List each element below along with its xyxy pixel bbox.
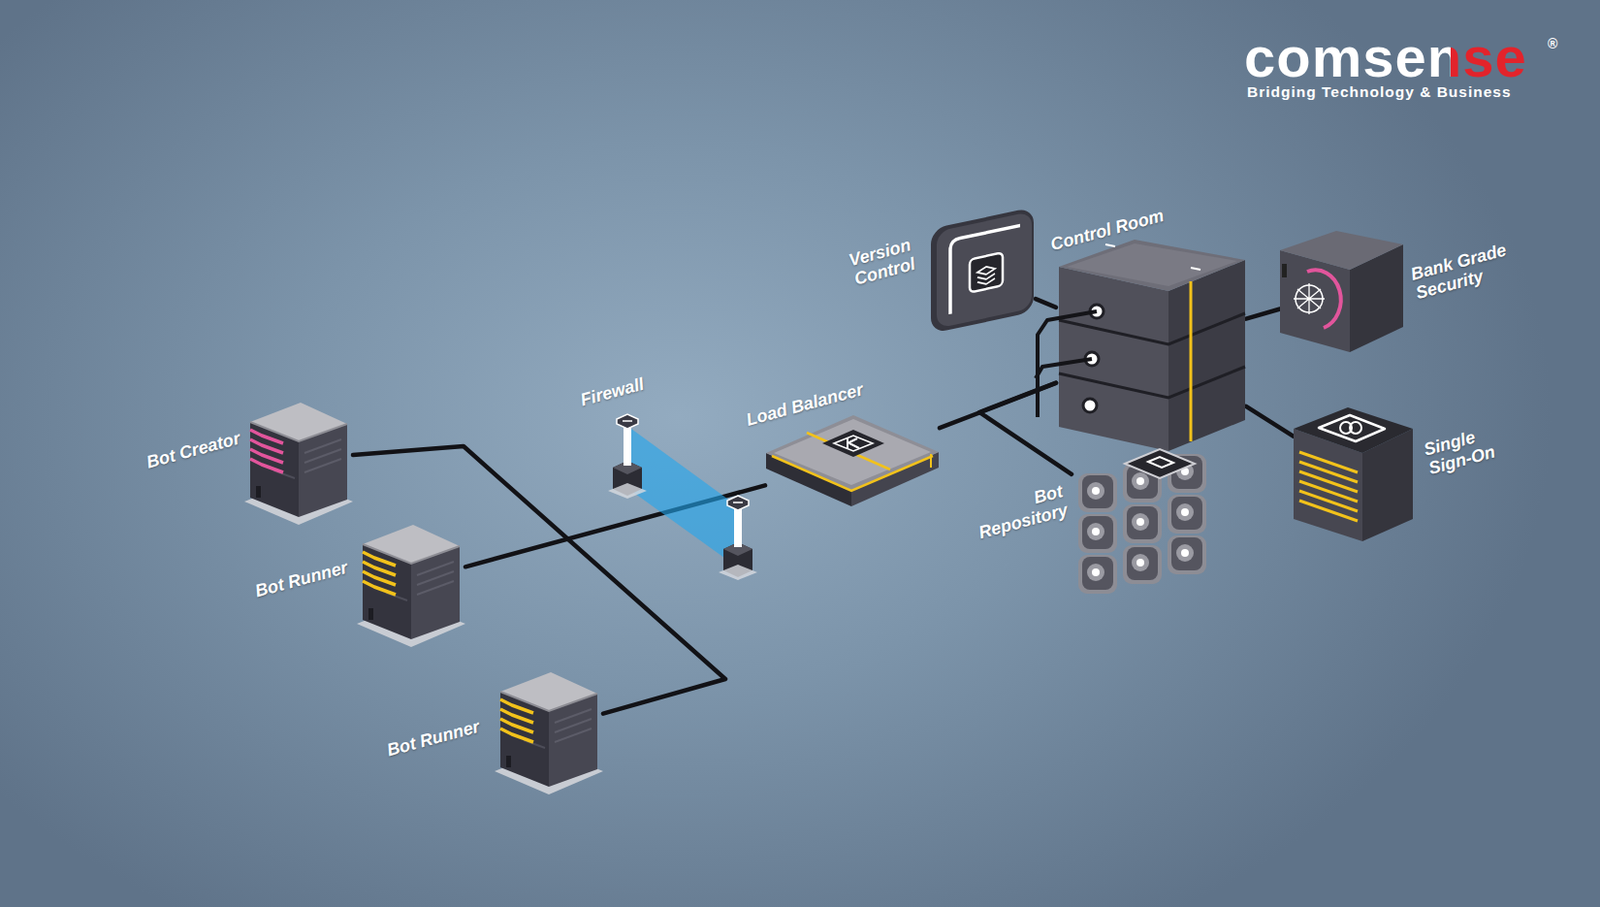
component-node: Bot Repository: [1071, 446, 1213, 597]
component-label: Bot Repository: [961, 481, 1071, 545]
component-node: Single Sign-On: [1293, 405, 1414, 544]
network-wire: [1246, 309, 1280, 320]
component-label: Bot Runner: [253, 558, 351, 602]
component-node: Bot Creator: [244, 392, 353, 526]
brand-tagline: Bridging Technology & Business: [1247, 83, 1512, 100]
component-node: Load Balancer: [765, 413, 940, 511]
component-node: Bot Runner: [494, 662, 604, 796]
component-label: Load Balancer: [744, 380, 866, 430]
component-label: Single Sign-On: [1421, 420, 1508, 479]
component-node: Firewall: [610, 412, 752, 607]
network-wire: [1246, 406, 1294, 437]
registered-mark: ®: [1547, 36, 1558, 51]
component-label: Bot Runner: [384, 717, 482, 761]
component-label: Bank Grade Security: [1408, 235, 1534, 304]
brand-logo: comsense: [1244, 29, 1528, 86]
component-label: Bot Creator: [144, 429, 243, 474]
network-wire: [979, 383, 1072, 475]
component-node: Control Room: [1056, 239, 1247, 453]
network-wire: [1035, 298, 1056, 308]
component-node: Version Control: [930, 214, 1036, 341]
component-label: Firewall: [578, 375, 647, 411]
component-node: Bot Runner: [356, 514, 466, 648]
component-label: Control Room: [1048, 206, 1166, 256]
component-label: Version Control: [837, 233, 927, 292]
component-node: Bank Grade Security: [1280, 228, 1405, 353]
